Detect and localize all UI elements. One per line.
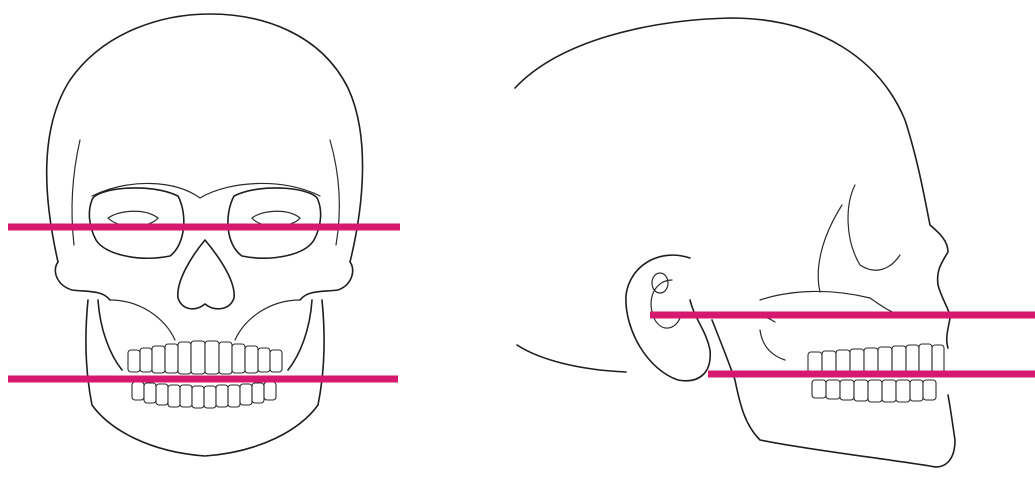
lateral-lower-teeth xyxy=(812,380,936,402)
frontal-right-ramus xyxy=(288,300,312,370)
frontal-upper-teeth xyxy=(128,341,282,374)
frontal-right-maxilla xyxy=(235,300,300,340)
lateral-upper-teeth xyxy=(808,344,944,374)
lateral-cheekbone xyxy=(760,291,900,315)
lateral-cranium-outline xyxy=(515,18,950,318)
frontal-nasal-cavity xyxy=(178,240,234,309)
frontal-right-orbit xyxy=(228,188,321,258)
lateral-skull-base xyxy=(517,345,626,372)
lateral-ear-inner xyxy=(651,280,680,328)
lateral-temporal-line xyxy=(818,205,842,292)
frontal-skull xyxy=(8,14,400,456)
frontal-left-cheekbone xyxy=(55,262,110,300)
frontal-left-ramus xyxy=(98,300,122,370)
lateral-face-front xyxy=(947,318,950,348)
lateral-skull xyxy=(515,18,1035,467)
frontal-right-cheekbone xyxy=(300,262,353,300)
lateral-mandible-ramus xyxy=(760,330,785,360)
frontal-left-maxilla xyxy=(110,300,175,340)
frontal-left-orbit xyxy=(89,188,183,258)
frontal-lower-teeth xyxy=(132,382,276,408)
lateral-orbit-rim xyxy=(848,185,900,270)
frontal-brow-ridge xyxy=(92,183,320,198)
